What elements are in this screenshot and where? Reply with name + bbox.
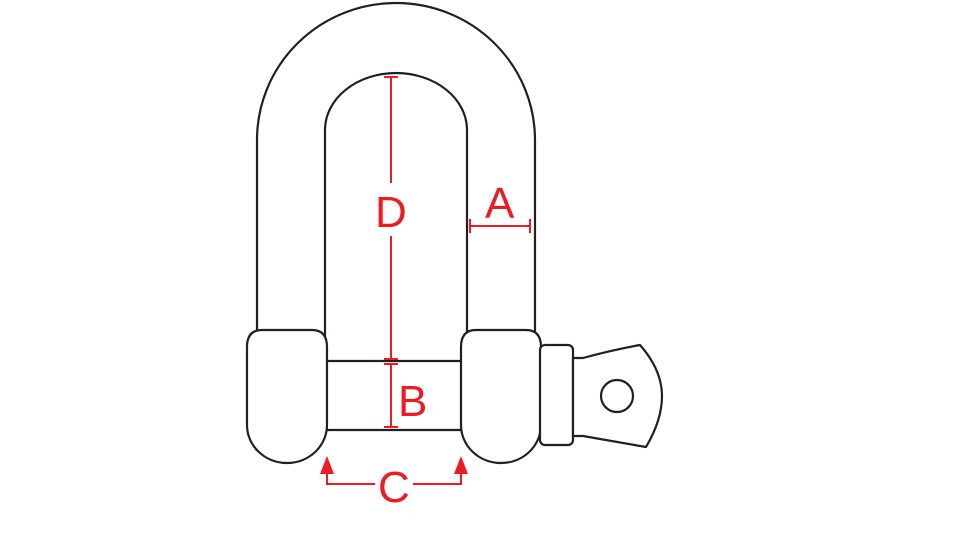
- dimension-d: D: [375, 76, 407, 360]
- pin-shaft: [320, 359, 468, 432]
- right-ear: [459, 328, 543, 465]
- label-a: A: [485, 179, 515, 228]
- left-ear: [245, 328, 329, 465]
- label-b: B: [398, 377, 427, 426]
- dimension-b: B: [384, 363, 427, 428]
- dimension-c: C: [320, 456, 468, 512]
- shackle-body: [255, 1, 537, 342]
- pin-eye-hole: [599, 378, 635, 414]
- pin-collar: [538, 343, 575, 447]
- dimension-a: A: [469, 179, 531, 233]
- label-d: D: [375, 188, 407, 237]
- label-c: C: [378, 463, 410, 512]
- arrow-up-icon: [320, 456, 334, 474]
- arrow-up-icon: [454, 456, 468, 474]
